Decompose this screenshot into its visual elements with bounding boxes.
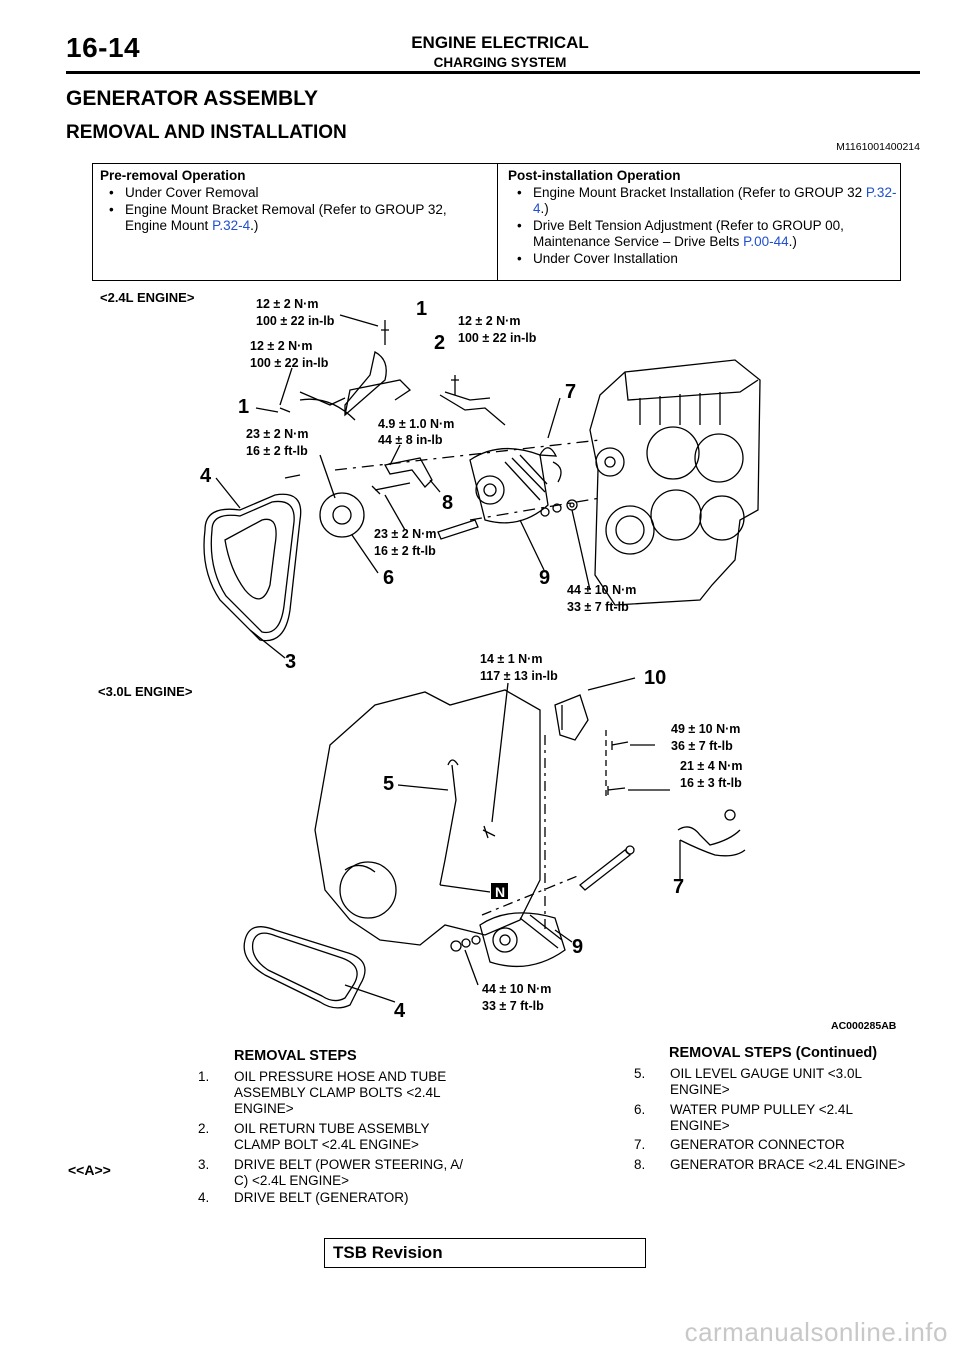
torque-label: 36 ± 7 ft-lb — [671, 739, 733, 753]
list-item: • Engine Mount Bracket Removal (Refer to… — [100, 202, 490, 234]
pre-removal-heading: Pre-removal Operation — [100, 168, 246, 183]
item-text: Engine Mount Bracket Removal (Refer to G… — [125, 202, 447, 233]
callout-number: 7 — [673, 876, 684, 898]
page-link[interactable]: P.32-4 — [212, 218, 251, 233]
callout-number: 9 — [572, 936, 583, 958]
torque-label: 117 ± 13 in-lb — [480, 669, 558, 683]
torque-label: 23 ± 2 N·m — [246, 427, 308, 441]
torque-label: 33 ± 7 ft-lb — [567, 600, 629, 614]
torque-label: 33 ± 7 ft-lb — [482, 999, 544, 1013]
page-link[interactable]: P.00-44 — [743, 234, 789, 249]
callout-number: 3 — [285, 651, 296, 673]
n-badge — [491, 883, 508, 899]
torque-label: 16 ± 2 ft-lb — [374, 544, 436, 558]
callout-number: 8 — [442, 492, 453, 514]
item-tail: .) — [788, 234, 797, 249]
callout-number: 9 — [539, 567, 550, 589]
item-tail: .) — [540, 201, 549, 216]
procedure-mark: <<A>> — [68, 1162, 111, 1178]
step-text: DRIVE BELT (GENERATOR) — [234, 1190, 409, 1205]
bullet: • — [109, 202, 114, 217]
table-divider — [497, 164, 498, 280]
list-item: • Under Cover Installation — [508, 251, 898, 267]
callout-number: 7 — [565, 381, 576, 403]
item-text: Under Cover Installation — [533, 251, 678, 266]
watermark: carmanualsonline.info — [684, 1317, 948, 1347]
step-number: 5. — [634, 1066, 646, 1081]
pre-removal-column: Pre-removal Operation • Under Cover Remo… — [100, 168, 490, 235]
item-text: Under Cover Removal — [125, 185, 259, 200]
section-title: ENGINE ELECTRICAL — [411, 33, 589, 52]
callout-number: 5 — [383, 773, 394, 795]
torque-label: 16 ± 2 ft-lb — [246, 444, 308, 458]
step-number: 4. — [198, 1190, 210, 1205]
torque-label: 100 ± 22 in-lb — [250, 356, 329, 370]
page-subtitle: REMOVAL AND INSTALLATION — [66, 122, 347, 143]
operations-table: Pre-removal Operation • Under Cover Remo… — [92, 163, 901, 281]
torque-label: 44 ± 10 N·m — [482, 982, 551, 996]
torque-label: 14 ± 1 N·m — [480, 652, 542, 666]
bullet: • — [517, 218, 522, 233]
post-install-heading: Post-installation Operation — [508, 168, 681, 183]
step-text: GENERATOR BRACE <2.4L ENGINE> — [670, 1157, 906, 1172]
document-id: M1161001400214 — [836, 141, 920, 153]
page-link[interactable]: P.32-4 — [533, 185, 897, 216]
callout-number: 4 — [394, 1000, 406, 1022]
callout-number: 10 — [644, 667, 666, 689]
step-number: 6. — [634, 1102, 646, 1117]
step-text: DRIVE BELT (POWER STEERING, A/ C) <2.4L … — [234, 1157, 464, 1188]
torque-label: 100 ± 22 in-lb — [256, 314, 335, 328]
torque-label: 21 ± 4 N·m — [680, 759, 742, 773]
post-install-column: Post-installation Operation • Engine Mou… — [508, 168, 898, 268]
step-number: 3. — [198, 1157, 210, 1172]
tsb-revision-label: TSB Revision — [333, 1243, 443, 1262]
callout-number: 1 — [238, 396, 249, 418]
list-item: • Drive Belt Tension Adjustment (Refer t… — [508, 218, 898, 250]
item-tail: .) — [250, 218, 259, 233]
torque-label: 16 ± 3 ft-lb — [680, 776, 742, 790]
step-number: 8. — [634, 1157, 646, 1172]
header-rule — [66, 71, 920, 74]
n-mark: N — [495, 884, 505, 900]
torque-label: 12 ± 2 N·m — [256, 297, 318, 311]
step-number: 1. — [198, 1069, 210, 1084]
callout-number: 1 — [416, 298, 427, 320]
engine-label-30: <3.0L ENGINE> — [98, 684, 193, 699]
torque-label: 44 ± 10 N·m — [567, 583, 636, 597]
tsb-revision-box: TSB Revision — [324, 1238, 646, 1268]
page-number: 16-14 — [66, 32, 141, 63]
generator-diagram: N <2.4L ENGINE> <3.0L ENGINE> 12 ± 2 N·m… — [98, 290, 897, 1032]
list-item: • Under Cover Removal — [100, 185, 490, 201]
callout-number: 6 — [383, 567, 394, 589]
step-text: OIL PRESSURE HOSE AND TUBE ASSEMBLY CLAM… — [234, 1069, 447, 1116]
callout-number: 2 — [434, 332, 445, 354]
torque-label: 100 ± 22 in-lb — [458, 331, 537, 345]
figure-id: AC000285AB — [831, 1020, 897, 1032]
torque-label: 12 ± 2 N·m — [458, 314, 520, 328]
torque-label: 12 ± 2 N·m — [250, 339, 312, 353]
item-text: Drive Belt Tension Adjustment (Refer to … — [533, 218, 844, 249]
removal-steps-heading: REMOVAL STEPS — [234, 1048, 357, 1064]
removal-steps-continued-heading: REMOVAL STEPS (Continued) — [669, 1045, 878, 1061]
page-title: GENERATOR ASSEMBLY — [66, 87, 319, 110]
torque-label: 44 ± 8 in-lb — [378, 433, 443, 447]
step-text: OIL LEVEL GAUGE UNIT <3.0L ENGINE> — [670, 1066, 862, 1097]
step-number: 7. — [634, 1137, 646, 1152]
torque-label: 4.9 ± 1.0 N·m — [378, 417, 454, 431]
step-text: GENERATOR CONNECTOR — [670, 1137, 845, 1152]
bullet: • — [517, 185, 522, 200]
step-text: WATER PUMP PULLEY <2.4L ENGINE> — [670, 1102, 853, 1133]
engine-label-24: <2.4L ENGINE> — [100, 290, 195, 305]
subsection-title: CHARGING SYSTEM — [433, 55, 567, 70]
torque-label: 23 ± 2 N·m — [374, 527, 436, 541]
bullet: • — [517, 251, 522, 266]
step-number: 2. — [198, 1121, 210, 1136]
item-text: Engine Mount Bracket Installation (Refer… — [533, 185, 866, 200]
list-item: • Engine Mount Bracket Installation (Ref… — [508, 185, 898, 217]
step-text: OIL RETURN TUBE ASSEMBLY CLAMP BOLT <2.4… — [234, 1121, 430, 1152]
callout-number: 4 — [200, 465, 212, 487]
bullet: • — [109, 185, 114, 200]
torque-label: 49 ± 10 N·m — [671, 722, 740, 736]
